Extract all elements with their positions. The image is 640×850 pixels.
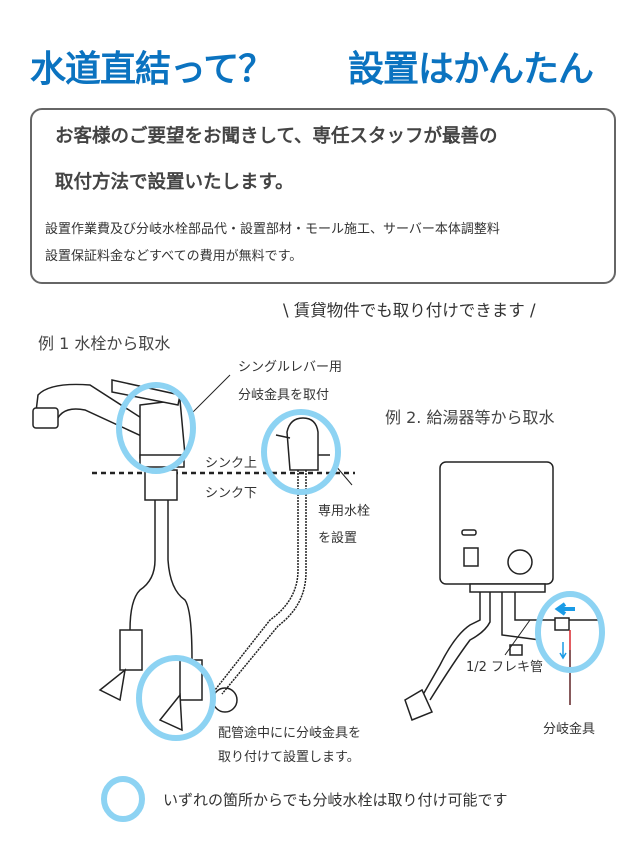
dedicated-faucet <box>214 417 330 695</box>
title-left: 水道直結って？ <box>30 49 274 90</box>
legend-circle-icon <box>101 776 145 822</box>
leader-line <box>504 619 531 656</box>
pipe-label-2: 取り付けて設置します。 <box>218 750 360 765</box>
lever-label-2: 分岐金具を取付 <box>238 388 330 403</box>
circle-lever <box>116 382 196 474</box>
branch-point-circles <box>101 382 605 822</box>
branch-fitting-label: 分岐金具 <box>543 722 596 737</box>
circle-faucet <box>261 409 341 495</box>
note-line-2: 設置保証料金などすべての費用が無料です。 <box>45 249 303 264</box>
water-heater <box>404 461 600 721</box>
sink-bottom-label: シンク下 <box>205 486 258 501</box>
single-lever-faucet <box>32 379 238 732</box>
title-right: 設置はかんたん <box>348 49 594 90</box>
info-box <box>30 108 616 284</box>
pipe-label-1: 配管途中にに分岐金具を <box>218 726 362 741</box>
tagline: \ 賃貸物件でも取り付けできます / <box>283 301 536 320</box>
legend-text: いずれの箇所からでも分岐水栓は取り付け可能です <box>163 791 508 809</box>
note-line-1: 設置作業費及び分岐水栓部品代・設置部材・モール施工、サーバー本体調整料 <box>45 222 500 237</box>
sink-top-label: シンク上 <box>205 456 258 471</box>
flex-pipe-label: 1/2 フレキ管 <box>466 660 544 675</box>
lead-line-2: 取付方法で設置いたします。 <box>55 172 294 193</box>
example2-heading: 例 2. 給湯器等から取水 <box>385 408 555 427</box>
lead-line-1: お客様のご要望をお聞きして、専任スタッフが最善の <box>55 126 498 147</box>
faucet-label-1: 専用水栓 <box>318 504 371 519</box>
example1-heading: 例 1 水栓から取水 <box>38 334 171 353</box>
faucet-label-2: を設置 <box>318 531 358 546</box>
flow-arrow-down-icon <box>559 642 567 660</box>
lever-label-1: シングルレバー用 <box>238 360 343 375</box>
leader-line <box>189 374 231 416</box>
circle-heater <box>535 591 605 673</box>
flow-arrow-left-icon <box>554 602 575 616</box>
circle-pipe <box>136 655 216 741</box>
